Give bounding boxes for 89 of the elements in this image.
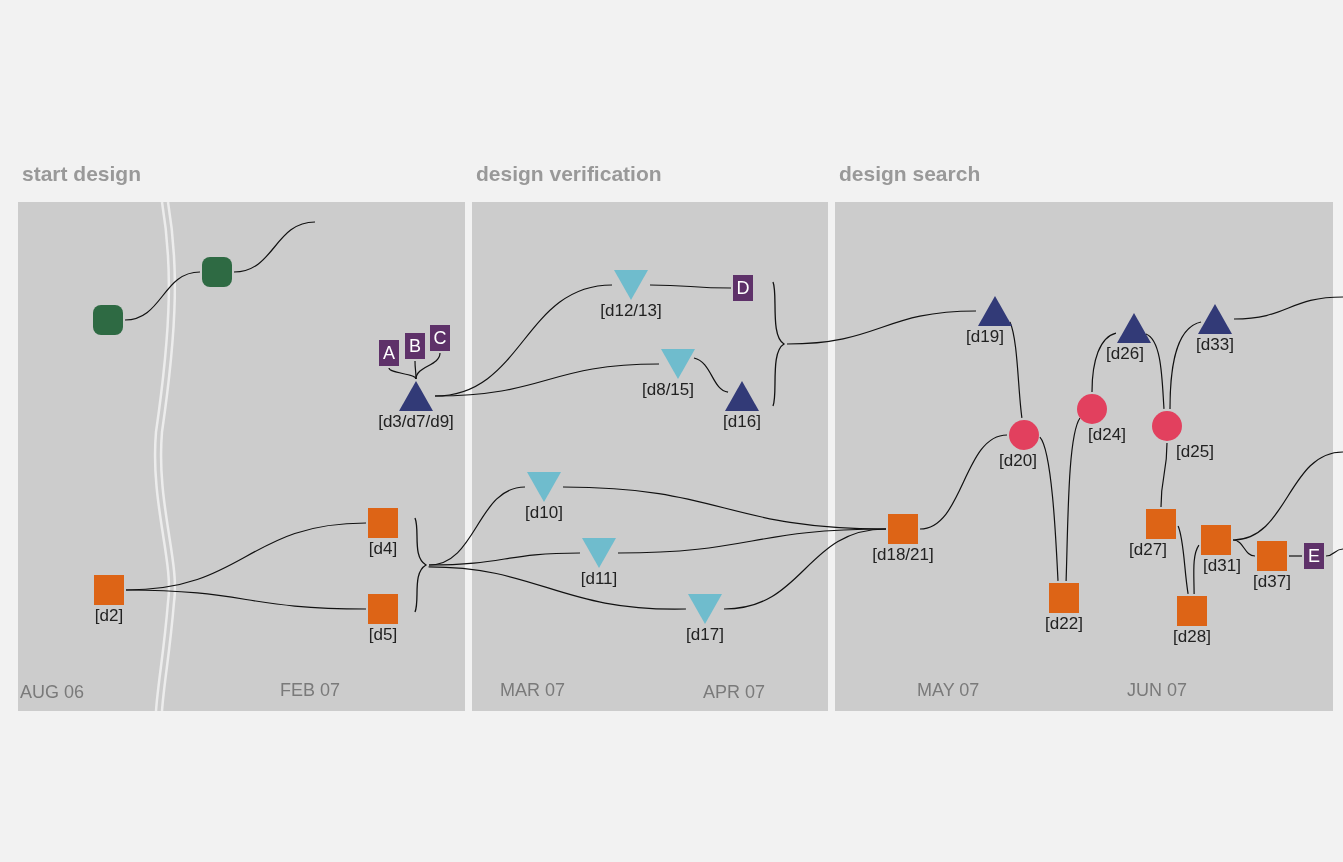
month-label: APR 07 [703,682,766,703]
circle-marker [1152,411,1182,441]
connector-line [919,434,1008,530]
marker-caption: [d25] [1176,442,1214,462]
square-marker [368,508,398,538]
marker-caption: [d18/21] [872,545,934,565]
connector-line [1232,451,1343,541]
marker-caption: [d20] [999,451,1037,471]
section-heading: start design [22,162,142,186]
square-marker [1257,541,1287,571]
circle-marker [1009,420,1039,450]
connector-line [1091,332,1117,393]
letter-tag: C [430,325,450,351]
connector-line [1145,333,1165,410]
curly-brace [769,282,785,406]
letter-tag: E [1304,543,1324,569]
connector-line [415,352,441,380]
triangle-marker [1198,304,1232,334]
connector-line [125,589,367,610]
square-marker [1049,583,1079,613]
curly-brace [411,518,427,612]
month-label: FEB 07 [280,680,341,701]
connector-line [428,552,581,566]
marker-caption: [d4] [368,539,398,559]
connector-line [1009,321,1023,419]
marker-caption: [d3/d7/d9] [378,412,454,432]
triangle-marker [725,381,759,411]
marker-caption: [d2] [94,606,124,626]
connector-line [434,363,660,397]
marker-caption: [d19] [966,327,1004,347]
marker-caption: [d11] [580,569,618,589]
square-marker [368,594,398,624]
connector-line [124,271,201,321]
square-marker [1201,525,1231,555]
inverted-triangle-marker [582,538,616,568]
triangle-marker [1117,313,1151,343]
connector-line [414,360,417,380]
connector-line [1039,436,1059,582]
month-label: MAR 07 [500,680,566,701]
section-heading: design verification [476,162,662,186]
marker-caption: [d26] [1106,344,1144,364]
connector-line [1160,442,1168,508]
marker-caption: [d16] [723,412,761,432]
square-marker [888,514,918,544]
connector-line [786,310,977,345]
marker-caption: [d31] [1203,556,1241,576]
triangle-marker [978,296,1012,326]
marker-caption: [d27] [1129,540,1167,560]
connector-line [1288,555,1303,557]
marker-caption: [d10] [525,503,563,523]
inverted-triangle-marker [688,594,722,624]
circle-marker [1077,394,1107,424]
connector-line [388,367,417,380]
connector-line [1233,296,1343,320]
section-heading: design search [839,162,981,186]
marker-caption: [d12/13] [600,301,662,321]
inverted-triangle-marker [527,472,561,502]
marker-caption: [d17] [686,625,724,645]
marker-caption: [d5] [368,625,398,645]
marker-caption: [d28] [1173,627,1211,647]
square-marker [1146,509,1176,539]
letter-tag: D [733,275,753,301]
square-marker [94,575,124,605]
marker-caption: [d8/15] [642,380,694,400]
month-label: JUN 07 [1127,680,1188,701]
triangle-marker [399,381,433,411]
connector-line [1065,417,1081,582]
connector-line [1193,544,1200,595]
connector-line [693,357,729,393]
marker-caption: [d33] [1196,335,1234,355]
inverted-triangle-marker [614,270,648,300]
connector-line [649,284,732,289]
marker-caption: [d24] [1088,425,1126,445]
connector-line [1177,525,1189,595]
rounded-square-marker [202,257,232,287]
connector-line [723,528,887,610]
connector-line [1325,548,1343,557]
month-label: AUG 06 [20,682,85,703]
connector-line [1169,321,1202,410]
letter-tag: A [379,340,399,366]
marker-caption: [d37] [1253,572,1291,592]
connector-line [233,221,316,273]
square-marker [1177,596,1207,626]
inverted-triangle-marker [661,349,695,379]
letter-tag: B [405,333,425,359]
connector-line [428,566,687,610]
rounded-square-marker [93,305,123,335]
marker-caption: [d22] [1045,614,1083,634]
month-label: MAY 07 [917,680,980,701]
